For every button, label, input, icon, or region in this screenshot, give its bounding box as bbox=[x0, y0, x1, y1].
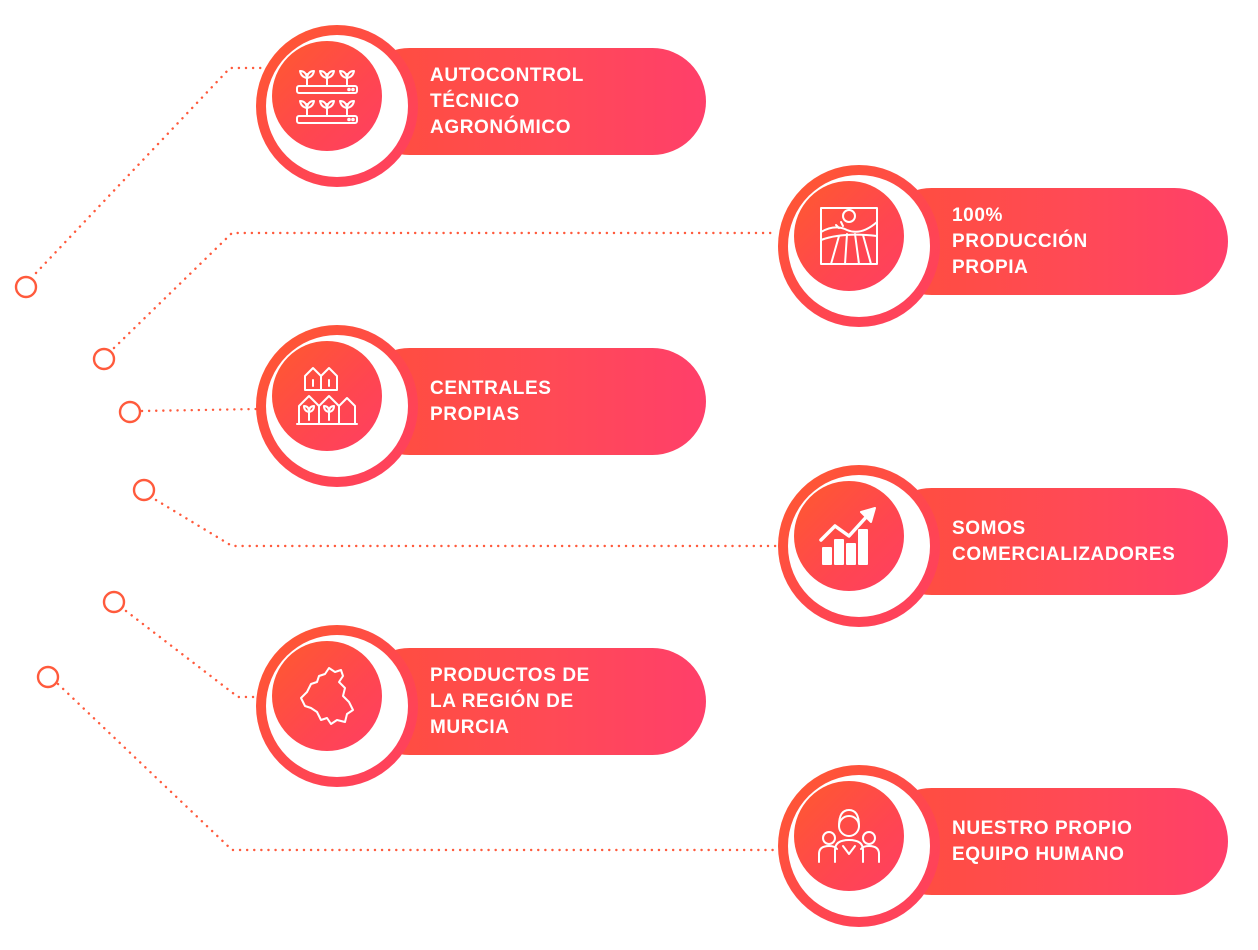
connector-node-6 bbox=[36, 665, 60, 689]
feature-comercializadores: SOMOS COMERCIALIZADORES bbox=[778, 465, 1228, 629]
feature-produccion-propia: 100% PRODUCCIÓN PROPIA bbox=[778, 165, 1228, 329]
feature-label: SOMOS COMERCIALIZADORES bbox=[952, 517, 1176, 565]
connector-line-6 bbox=[56, 682, 778, 852]
icon-badge bbox=[778, 165, 940, 327]
feature-centrales-propias: CENTRALES PROPIAS bbox=[256, 325, 706, 489]
feature-label: PRODUCTOS DE LA REGIÓN DE MURCIA bbox=[430, 664, 590, 738]
feature-autocontrol: AUTOCONTROL TÉCNICO AGRONÓMICO bbox=[256, 25, 706, 189]
feature-equipo-humano: NUESTRO PROPIO EQUIPO HUMANO bbox=[778, 765, 1228, 929]
people-group-icon bbox=[818, 809, 880, 863]
connector-node-2 bbox=[92, 347, 116, 371]
icon-badge bbox=[256, 25, 418, 187]
connector-line-5 bbox=[124, 609, 260, 699]
greenhouses-icon bbox=[296, 367, 358, 425]
feature-label: NUESTRO PROPIO EQUIPO HUMANO bbox=[952, 817, 1133, 865]
feature-label: CENTRALES PROPIAS bbox=[430, 377, 552, 425]
connector-node-5 bbox=[102, 590, 126, 614]
growth-chart-icon bbox=[819, 507, 876, 565]
icon-badge bbox=[778, 465, 940, 627]
feature-label: AUTOCONTROL TÉCNICO AGRONÓMICO bbox=[430, 64, 585, 138]
connector-line-4 bbox=[154, 498, 778, 548]
connector-line-3 bbox=[140, 407, 260, 413]
feature-label: 100% PRODUCCIÓN PROPIA bbox=[952, 204, 1088, 278]
connector-node-4 bbox=[132, 478, 156, 502]
icon-badge bbox=[256, 625, 418, 787]
murcia-map-icon bbox=[300, 667, 354, 725]
connector-node-3 bbox=[118, 400, 142, 424]
icon-badge bbox=[256, 325, 418, 487]
connector-line-1 bbox=[34, 66, 264, 275]
seedling-trays-icon bbox=[296, 70, 358, 124]
icon-badge bbox=[778, 765, 940, 927]
connector-node-1 bbox=[14, 275, 38, 299]
field-landscape-icon bbox=[820, 207, 878, 265]
feature-region-murcia: PRODUCTOS DE LA REGIÓN DE MURCIA bbox=[256, 625, 706, 789]
